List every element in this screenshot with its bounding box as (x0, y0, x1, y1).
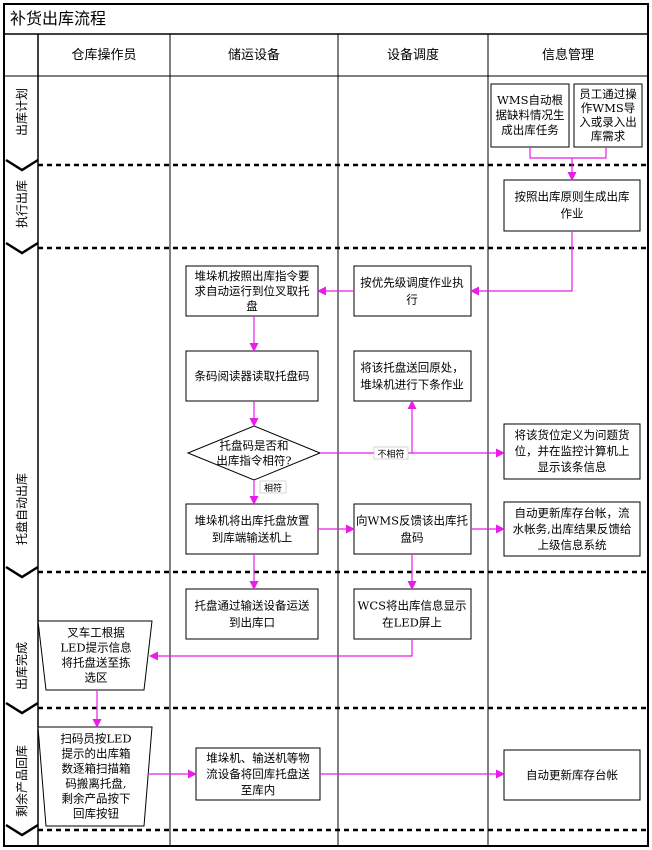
node-label-forklift-line-1: 叉车工根据 (67, 626, 125, 640)
node-label-decision-line-1: 托盘码是否和 (220, 439, 289, 453)
phase-label-plan: 出库计划 (14, 88, 29, 136)
node-generate-outbound-box (503, 179, 641, 232)
node-label-staff-import-line-3: 入或录入出 (579, 115, 637, 129)
edge-label-no: 不相符 (377, 448, 404, 460)
arrow-to-dispatch (470, 231, 573, 296)
node-convey-out-box (185, 588, 319, 640)
node-label-scan-led-line-5: 剩余产品按下 (62, 792, 131, 806)
node-label-return-store-line-3: 至库内 (241, 783, 276, 797)
node-label-forklift-line-3: 将托盘送至拣 (62, 656, 131, 670)
edge-label-yes: 相符 (264, 482, 282, 494)
node-label-wms-auto-line-3: 成出库任务 (501, 123, 559, 137)
node-return-pallet-box (353, 350, 472, 402)
node-label-stacker-fetch-line-3: 盘 (246, 299, 258, 313)
node-label-priority-exec-line-2: 行 (406, 293, 418, 307)
node-label-stacker-place-line-2: 到库端输送机上 (212, 531, 293, 545)
node-return-store-box (195, 747, 321, 801)
node-label-return-store-line-1: 堆垛机、输送机等物 (206, 751, 310, 765)
node-label-return-pallet-line-2: 堆垛机进行下条作业 (360, 378, 464, 392)
node-forklift-trapezoid (37, 620, 153, 691)
node-update-ledger-box (503, 501, 641, 557)
node-label-convey-out-line-1: 托盘通过输送设备运送 (195, 599, 310, 613)
node-label-wcs-led-line-2: 在LED屏上 (382, 616, 442, 630)
node-label-scan-led-line-4: 码搬离托盘, (65, 777, 126, 791)
phase-label-return: 剩余产品回库 (14, 745, 29, 817)
node-label-staff-import-line-1: 员工通过操 (579, 87, 637, 101)
phase-separators (38, 163, 648, 832)
node-label-scan-led-line-1: 扫码员按LED (60, 732, 131, 746)
node-label-scan-led-line-2: 提示的出库箱 (62, 747, 131, 761)
node-label-convey-out-line-2: 到出库口 (229, 616, 275, 630)
node-label-feedback-wms-line-1: 向WMS反馈该出库托 (356, 514, 468, 528)
node-label-return-pallet-line-1: 将该托盘送回原处， (360, 361, 464, 375)
node-label-forklift-line-4: 选区 (85, 671, 108, 685)
node-label-update-stock-line-1: 自动更新库存台帐 (526, 768, 618, 782)
node-wcs-led-box (353, 588, 472, 640)
node-label-decision-line-2: 出库指令相符? (216, 454, 291, 468)
arrow-to-forklift (149, 639, 413, 661)
node-label-barcode-read-line-1: 条码阅读器读取托盘码 (195, 369, 310, 383)
node-label-scan-led-line-6: 回库按钮 (73, 807, 119, 821)
node-label-return-store-line-2: 流设备将回库托盘送 (206, 767, 310, 781)
lane-header-operator: 仓库操作员 (71, 47, 136, 63)
phase-labels: 出库计划 执行出库 托盘自动出库 出库完成 剩余产品回库 (14, 88, 29, 817)
node-label-update-ledger-line-2: 水帐务,出库结果反馈给 (513, 522, 632, 536)
phase-label-auto-out: 托盘自动出库 (14, 473, 29, 545)
node-label-problem-slot-line-1: 将该货位定义为问题货 (515, 428, 630, 442)
node-label-staff-import-line-4: 库需求 (591, 129, 626, 143)
node-label-forklift-line-2: LED提示信息 (60, 641, 131, 655)
phase-chevrons (5, 158, 39, 837)
node-label-staff-import-line-2: 作WMS导 (581, 101, 635, 115)
node-label-update-ledger-line-1: 自动更新库存台帐，流 (515, 506, 630, 520)
lane-header-equipment: 储运设备 (228, 47, 280, 63)
node-barcode-read-box (185, 350, 319, 402)
node-label-wms-auto-line-2: 据缺料情况生 (496, 108, 565, 122)
node-update-stock-box (503, 749, 641, 801)
phase-label-execute: 执行出库 (14, 180, 29, 228)
edge-label-yes-bg (259, 480, 287, 494)
node-stacker-place-box (185, 503, 319, 555)
node-label-stacker-fetch-line-1: 堆垛机按照出库指令要 (195, 269, 310, 283)
edge-label-no-bg (373, 446, 409, 460)
table-frame (3, 3, 649, 847)
node-label-stacker-place-line-1: 堆垛机将出库托盘放置 (195, 514, 310, 528)
node-label-problem-slot-line-3: 显示该条信息 (538, 460, 607, 474)
node-label-priority-exec-line-1: 按优先级调度作业执 (360, 276, 464, 290)
lane-header-info: 信息管理 (542, 47, 594, 63)
node-staff-import-box (573, 83, 643, 148)
node-label-feedback-wms-line-2: 盘码 (401, 531, 424, 545)
node-feedback-wms-box (353, 503, 472, 555)
node-wms-auto-task-box (490, 83, 570, 148)
phase-label-complete: 出库完成 (14, 642, 29, 690)
lane-header-dispatch: 设备调度 (387, 47, 439, 63)
node-stacker-fetch-box (185, 265, 319, 317)
node-label-problem-slot-line-2: 位，并在监控计算机上 (515, 444, 630, 458)
connector-merge-line (529, 147, 607, 159)
diagram-title: 补货出库流程 (10, 9, 106, 28)
node-label-wms-auto-line-1: WMS自动根 (497, 93, 563, 107)
node-scan-led-trapezoid (37, 726, 153, 827)
node-label-gen-outbound-line-2: 作业 (561, 207, 584, 221)
node-label-scan-led-line-3: 数逐箱扫描箱 (62, 762, 131, 776)
node-label-wcs-led-line-1: WCS将出库信息显示 (358, 599, 467, 613)
node-priority-dispatch-box (353, 265, 472, 317)
node-label-stacker-fetch-line-2: 求自动运行到位叉取托 (195, 284, 310, 298)
node-label-update-ledger-line-3: 上级信息系统 (538, 538, 607, 552)
node-label-gen-outbound-line-1: 按照出库原则生成出库 (515, 190, 630, 204)
